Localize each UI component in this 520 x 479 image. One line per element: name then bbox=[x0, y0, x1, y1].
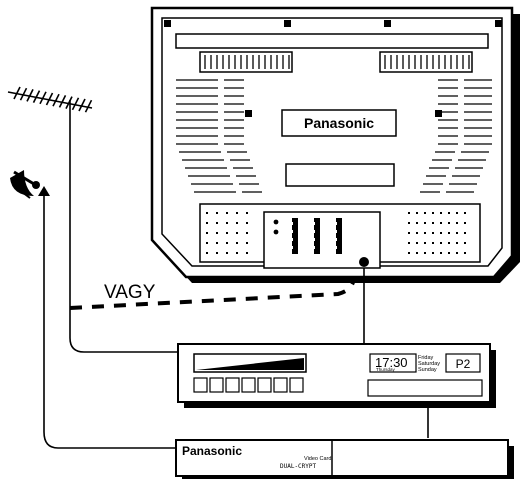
program-display bbox=[445, 353, 481, 373]
satellite-dish-icon bbox=[10, 170, 40, 199]
decoder-brand: Panasonic bbox=[182, 444, 242, 458]
day-label-2: Saturday bbox=[418, 361, 440, 367]
roof-antenna-icon bbox=[7, 86, 93, 120]
decoder-model-line2: DUAL-CRYPT bbox=[280, 463, 317, 470]
vcr-button-3 bbox=[225, 377, 240, 393]
clock-display bbox=[369, 353, 417, 373]
vcr-button-5 bbox=[257, 377, 272, 393]
vcr-button-7 bbox=[289, 377, 304, 393]
vcr-button-4 bbox=[241, 377, 256, 393]
program-number: P2 bbox=[456, 357, 471, 371]
or-label: VAGY bbox=[104, 282, 156, 303]
vcr-lower-panel bbox=[367, 379, 483, 397]
tv-rear-view: Panasonic bbox=[150, 6, 520, 283]
vcr-button-1 bbox=[193, 377, 208, 393]
tv-brand-label: Panasonic bbox=[304, 115, 374, 131]
cables bbox=[43, 120, 429, 449]
decoder-model-line1: Video Card bbox=[304, 456, 331, 462]
alternative-cable-dashed bbox=[69, 275, 356, 310]
vcr-button-2 bbox=[209, 377, 224, 393]
antenna-socket bbox=[359, 257, 369, 267]
arrow-up-icon bbox=[38, 186, 50, 196]
decoder-unit: Panasonic Video Card DUAL-CRYPT bbox=[175, 439, 514, 479]
day-label-3: Sunday bbox=[418, 367, 437, 373]
vcr-unit: 17:30 Thursday Friday Saturday Sunday P2 bbox=[177, 343, 496, 408]
vcr-button-6 bbox=[273, 377, 288, 393]
scart-sockets bbox=[292, 218, 342, 254]
tv-top-vents bbox=[199, 51, 473, 73]
clock-subtitle: Thursday bbox=[376, 367, 396, 372]
day-label-1: Friday bbox=[418, 355, 434, 361]
clock-time: 17:30 bbox=[375, 355, 408, 370]
tv-screws bbox=[164, 20, 502, 117]
